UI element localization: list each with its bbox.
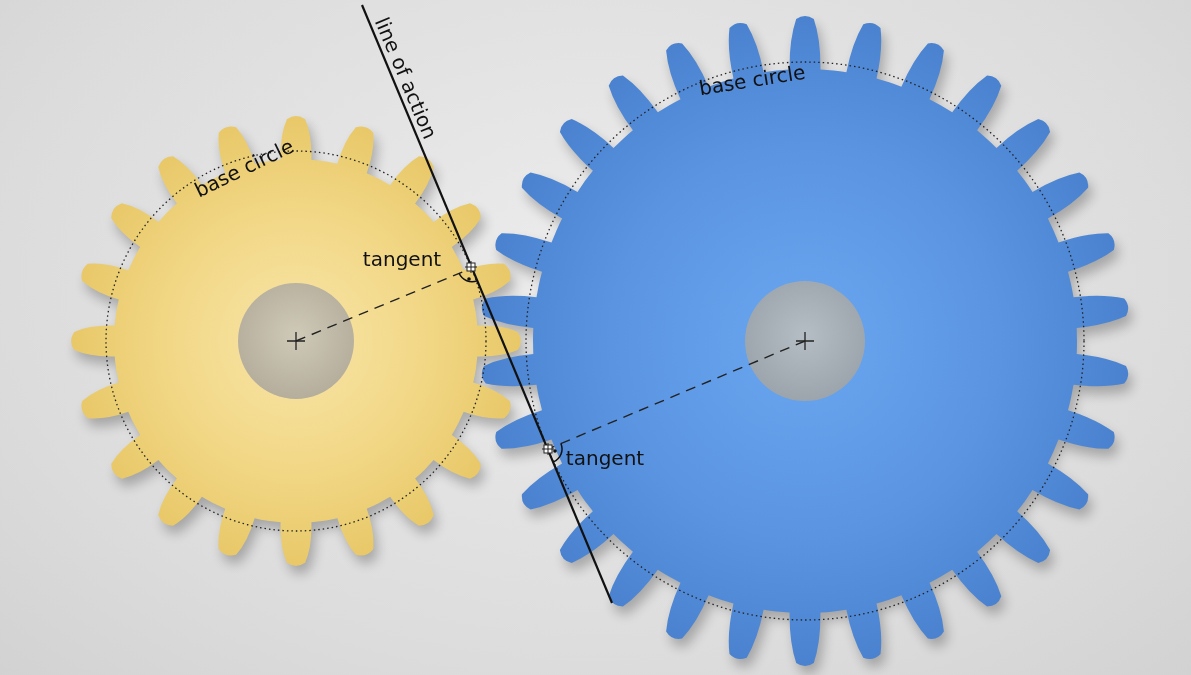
blue-hub	[745, 281, 865, 401]
center-mark	[287, 332, 305, 350]
tangent-point	[465, 261, 477, 273]
tangent-point	[542, 443, 554, 455]
yellow-base-circle	[106, 151, 486, 531]
blue-base-circle	[526, 62, 1084, 620]
right-angle-mark	[459, 273, 477, 281]
yellow-gear	[71, 116, 521, 566]
line-of-action	[362, 5, 612, 603]
yellow-radius	[296, 268, 472, 341]
center-mark	[796, 332, 814, 350]
blue-gear	[482, 16, 1128, 666]
point-label: tangent	[363, 249, 441, 269]
right-angle-dot	[553, 449, 557, 453]
right-angle-mark	[553, 444, 562, 462]
line-label: line of action	[372, 14, 440, 141]
right-angle-dot	[467, 277, 471, 281]
yellow-hub	[238, 283, 354, 399]
blue-radius	[548, 341, 805, 449]
point-label: tangent	[566, 448, 644, 468]
